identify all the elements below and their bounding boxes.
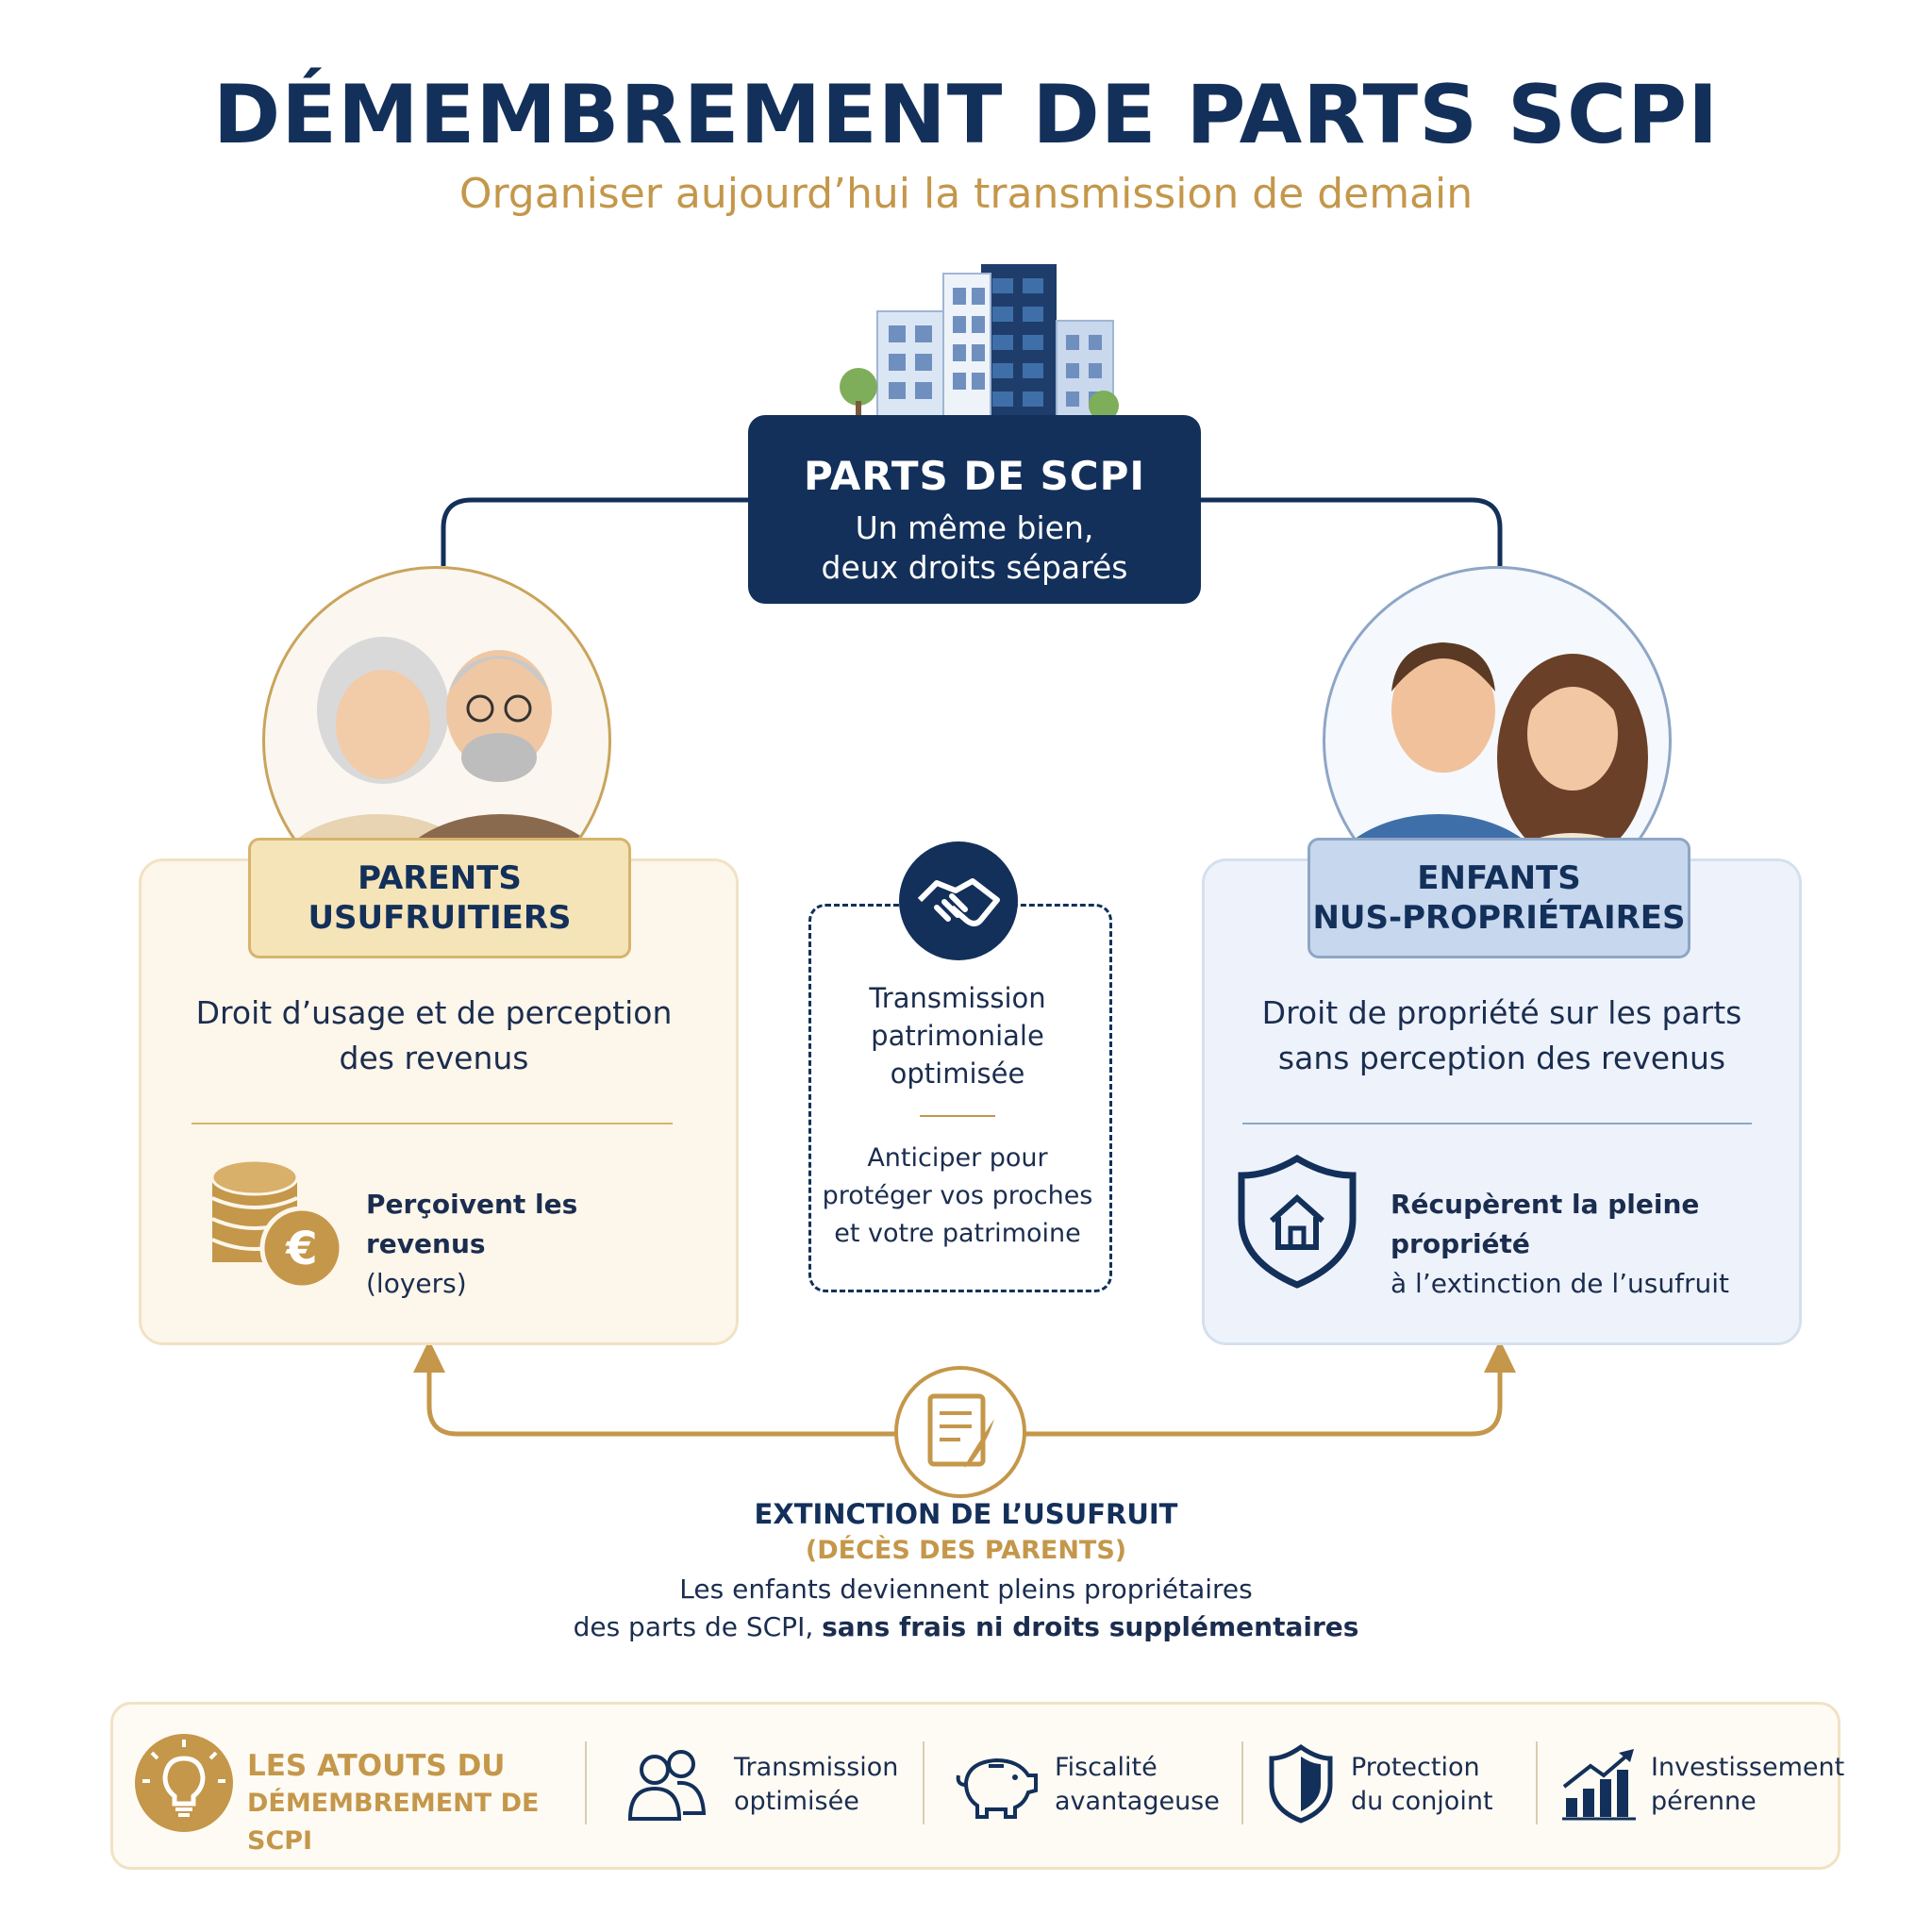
svg-text:€: €: [285, 1223, 317, 1275]
atouts-title-line2: DÉMEMBREMENT DE SCPI: [247, 1789, 540, 1856]
transmission-sub1: Anticiper pour: [867, 1143, 1048, 1173]
transmission-line2: patrimoniale: [871, 1020, 1044, 1052]
handshake-icon: [899, 841, 1018, 960]
transmission-title: Transmission patrimoniale optimisée: [808, 979, 1107, 1092]
extinction-line2-bold: sans frais ni droits supplémentaires: [822, 1611, 1359, 1642]
scpi-parts-title: PARTS DE SCPI: [803, 453, 1146, 499]
parents-feature: Perçoivent les revenus (loyers): [366, 1185, 706, 1304]
growth-chart-icon: [1562, 1749, 1636, 1821]
atout-item-2-line2: avantageuse: [1055, 1787, 1220, 1816]
transmission-divider: [920, 1115, 995, 1117]
parents-divider: [192, 1123, 673, 1124]
atout-item-4-line2: pérenne: [1651, 1787, 1757, 1816]
scpi-parts-box: PARTS DE SCPI Un même bien, deux droits …: [748, 415, 1201, 604]
atout-item-2: Fiscalité avantageuse: [1055, 1751, 1234, 1819]
parents-label-line1: PARENTS: [358, 859, 522, 897]
piggy-bank-icon: [956, 1757, 1038, 1819]
coins-euro-icon: €: [210, 1158, 344, 1291]
children-feature-text: à l’extinction de l’usufruit: [1391, 1268, 1730, 1299]
building-icon: [830, 264, 1132, 428]
parents-label: PARENTS USUFRUITIERS: [248, 838, 631, 958]
atouts-title-line1: LES ATOUTS DU: [247, 1749, 506, 1783]
extinction-line2: des parts de SCPI, sans frais ni droits …: [0, 1611, 1932, 1642]
children-desc-line1: Droit de propriété sur les parts: [1261, 994, 1742, 1031]
atouts-title: LES ATOUTS DU DÉMEMBREMENT DE SCPI: [247, 1747, 587, 1860]
atout-item-1: Transmission optimisée: [734, 1751, 913, 1819]
parents-desc-line1: Droit d’usage et de perception: [195, 994, 673, 1031]
atout-item-1-line2: optimisée: [734, 1787, 859, 1816]
atouts-bar: [110, 1702, 1840, 1870]
children-label-line1: ENFANTS: [1417, 859, 1581, 897]
atout-item-3-line2: du conjoint: [1351, 1787, 1493, 1816]
atout-item-1-line1: Transmission: [734, 1753, 899, 1782]
scpi-parts-line2: deux droits séparés: [821, 549, 1128, 586]
children-description: Droit de propriété sur les parts sans pe…: [1205, 991, 1799, 1081]
parents-desc-line2: des revenus: [339, 1040, 529, 1076]
children-divider: [1242, 1123, 1752, 1124]
page-title: DÉMEMBREMENT DE PARTS SCPI: [212, 68, 1720, 162]
shield-house-icon: [1238, 1154, 1357, 1289]
extinction-line1: Les enfants deviennent pleins propriétai…: [679, 1574, 1253, 1605]
children-feature-bold: Récupèrent la pleine propriété: [1391, 1189, 1700, 1259]
atouts-separator: [585, 1741, 587, 1824]
parents-feature-bold: Perçoivent les revenus: [366, 1189, 578, 1259]
document-quill-icon: [894, 1366, 1026, 1498]
people-icon: [627, 1750, 707, 1821]
parents-label-line2: USUFRUITIERS: [308, 899, 572, 937]
atout-item-3-line1: Protection: [1351, 1753, 1480, 1782]
parents-feature-text: (loyers): [366, 1268, 467, 1299]
children-label-line2: NUS-PROPRIÉTAIRES: [1312, 899, 1686, 937]
transmission-sub3: et votre patrimoine: [834, 1219, 1081, 1248]
atout-item-2-line1: Fiscalité: [1055, 1753, 1158, 1782]
atouts-separator: [923, 1741, 924, 1824]
transmission-sub2: protéger vos proches: [822, 1181, 1093, 1210]
lightbulb-icon: [135, 1734, 233, 1832]
atouts-separator: [1241, 1741, 1243, 1824]
transmission-line1: Transmission: [869, 982, 1046, 1014]
shield-icon: [1269, 1743, 1333, 1824]
children-feature: Récupèrent la pleine propriété à l’extin…: [1391, 1185, 1787, 1304]
extinction-subtitle: (DÉCÈS DES PARENTS): [805, 1536, 1127, 1565]
children-label: ENFANTS NUS-PROPRIÉTAIRES: [1307, 838, 1690, 958]
atout-item-4-line1: Investissement: [1651, 1753, 1845, 1782]
transmission-line3: optimisée: [890, 1058, 1025, 1090]
atout-item-3: Protection du conjoint: [1351, 1751, 1530, 1819]
extinction-line2-normal: des parts de SCPI,: [573, 1611, 814, 1642]
transmission-subtext: Anticiper pour protéger vos proches et v…: [808, 1140, 1107, 1253]
children-desc-line2: sans perception des revenus: [1277, 1040, 1726, 1076]
extinction-title: EXTINCTION DE L’USUFRUIT: [754, 1498, 1178, 1530]
scpi-parts-line1: Un même bien,: [855, 509, 1094, 546]
atouts-separator: [1536, 1741, 1538, 1824]
page-subtitle: Organiser aujourd’hui la transmission de…: [458, 170, 1474, 218]
parents-description: Droit d’usage et de perception des reven…: [142, 991, 726, 1081]
atout-item-4: Investissement pérenne: [1651, 1751, 1845, 1819]
